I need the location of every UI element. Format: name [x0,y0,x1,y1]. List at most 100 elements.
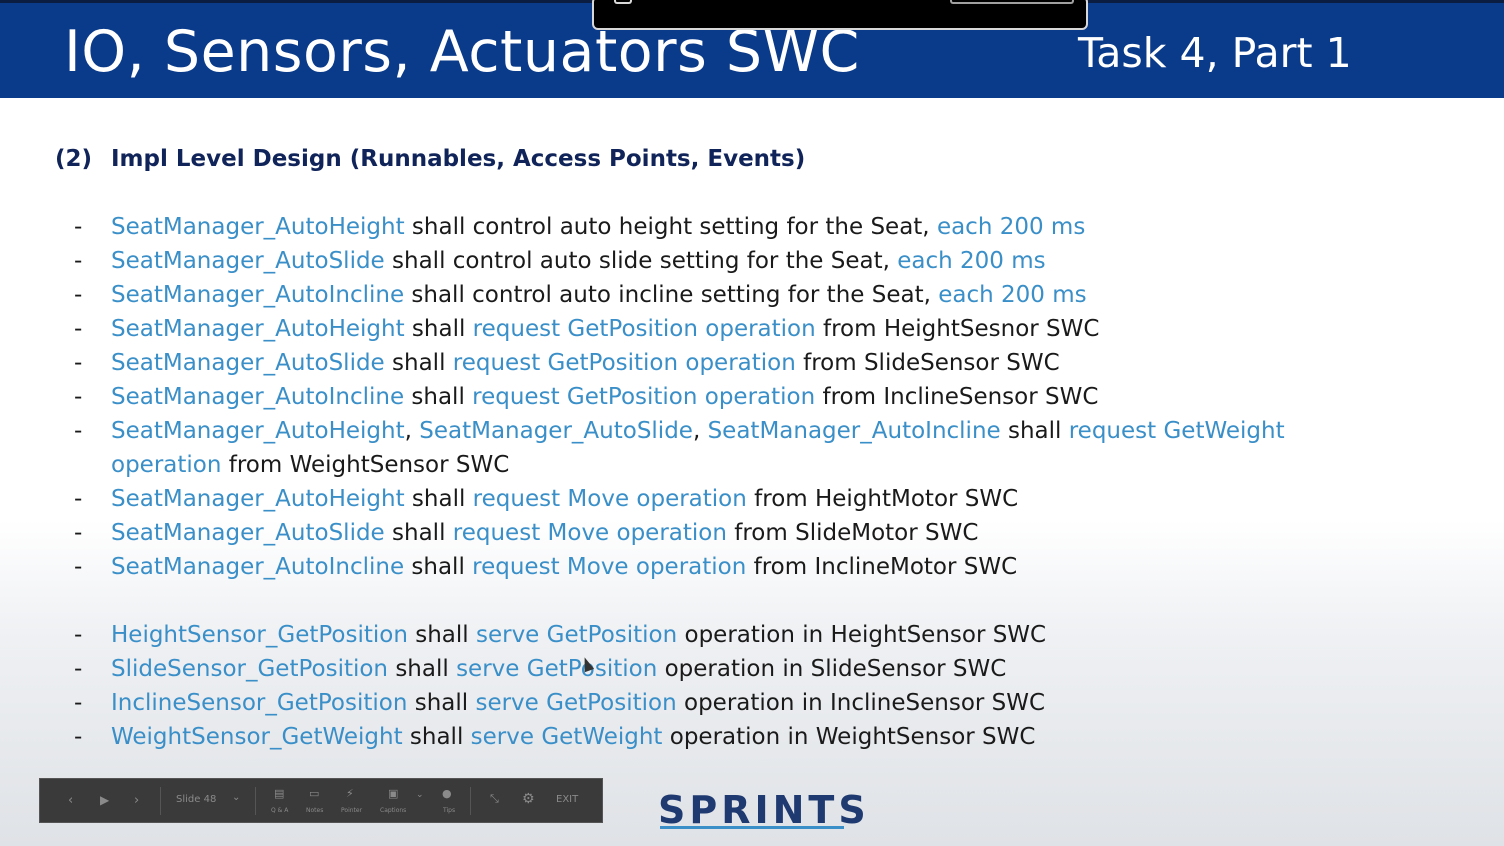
plain-text: operation in SlideSensor SWC [657,656,1007,682]
highlighted-text: SeatManager_AutoHeight [111,486,405,512]
bullet-dash: - [74,384,83,410]
bullet-dash: - [74,690,83,716]
sprints-logo: SPRINTS [658,788,870,832]
screen-share-banner[interactable] [592,0,1088,30]
highlighted-text: SeatManager_AutoIncline [111,554,405,580]
stop-share-button[interactable] [950,0,1074,4]
highlighted-text: each 200 ms [936,214,1086,240]
divider [160,787,161,815]
highlighted-text: SeatManager_AutoSlide [111,520,385,546]
highlighted-text: HeightSensor_GetPosition [111,622,408,648]
bullet-dash: - [74,350,83,376]
bullet-dash: - [74,214,83,240]
pointer-icon[interactable]: ⚡ [346,787,354,800]
highlighted-text: SeatManager_AutoHeight [111,316,405,342]
exit-button[interactable]: EXIT [556,794,579,805]
highlighted-text: InclineSensor_GetPosition [111,690,408,716]
chevron-down-icon[interactable]: ⌄ [232,792,241,803]
bullet-dash: - [74,724,83,750]
bullet-dash: - [74,248,83,274]
play-icon[interactable]: ▶ [100,793,110,807]
plain-text: shall control auto slide setting for the… [384,248,898,274]
plain-text: shall [1000,418,1069,444]
list-item-continuation: operation from WeightSensor SWC [111,452,509,478]
plain-text: shall [404,384,473,410]
plain-text: shall [404,554,473,580]
plain-text: from InclineMotor SWC [746,554,1018,580]
plain-text: operation in InclineSensor SWC [676,690,1046,716]
chevron-left-icon[interactable]: ‹ [68,793,74,808]
plain-text: shall [404,316,473,342]
plain-text: , [404,418,420,444]
bullet-dash: - [74,316,83,342]
captions-dropdown-icon[interactable]: ⌄ [416,790,424,800]
highlighted-text: request GetWeight [1068,418,1285,444]
list-item: HeightSensor_GetPosition shall serve Get… [111,622,1046,648]
plain-text: shall [388,656,457,682]
plain-text: from InclineSensor SWC [815,384,1099,410]
plain-text: from HeightMotor SWC [746,486,1019,512]
list-item: SeatManager_AutoIncline shall request Mo… [111,554,1017,580]
list-item: SeatManager_AutoHeight shall request Mov… [111,486,1018,512]
highlighted-text: SlideSensor_GetPosition [111,656,389,682]
bullet-dash: - [74,622,83,648]
list-item: SeatManager_AutoHeight shall control aut… [111,214,1085,240]
qa-label: Q & A [271,807,289,814]
divider [470,787,471,815]
bullet-dash: - [74,418,83,444]
plain-text: from SlideSensor SWC [795,350,1060,376]
highlighted-text: SeatManager_AutoSlide [111,248,385,274]
chevron-right-icon[interactable]: › [134,793,140,808]
section-heading: (2)Impl Level Design (Runnables, Access … [55,146,805,172]
highlighted-text: SeatManager_AutoHeight [111,418,405,444]
list-item: InclineSensor_GetPosition shall serve Ge… [111,690,1045,716]
list-item: SeatManager_AutoSlide shall request GetP… [111,350,1060,376]
info-icon[interactable]: ● [442,787,452,800]
gear-icon[interactable]: ⚙ [522,791,535,807]
logo-underline [660,826,844,829]
highlighted-text: serve GetPosition [475,690,677,716]
highlighted-text: operation [111,452,222,478]
list-item: SeatManager_AutoSlide shall control auto… [111,248,1046,274]
plain-text: from HeightSesnor SWC [815,316,1100,342]
plain-text: shall [407,690,476,716]
bullet-dash: - [74,282,83,308]
highlighted-text: each 200 ms [897,248,1046,274]
bullet-dash: - [74,656,83,682]
task-label: Task 4, Part 1 [1078,29,1352,77]
highlighted-text: each 200 ms [938,282,1087,308]
bullet-dash: - [74,486,83,512]
plain-text: operation in WeightSensor SWC [662,724,1036,750]
qa-icon[interactable]: ▤ [274,787,285,800]
plain-text: shall [384,520,453,546]
highlighted-text: SeatManager_AutoSlide [419,418,693,444]
highlighted-text: request GetPosition operation [472,384,816,410]
captions-label: Captions [380,807,407,814]
highlighted-text: request Move operation [452,520,727,546]
bullet-dash: - [74,554,83,580]
highlighted-text: serve GetWeight [470,724,663,750]
list-item: WeightSensor_GetWeight shall serve GetWe… [111,724,1035,750]
highlighted-text: WeightSensor_GetWeight [111,724,403,750]
divider [255,787,256,815]
bullet-dash: - [74,520,83,546]
plain-text: shall [384,350,453,376]
plain-text: shall control auto incline setting for t… [404,282,939,308]
highlighted-text: request GetPosition operation [452,350,796,376]
plain-text: shall [402,724,471,750]
slide-number-label[interactable]: Slide 48 [176,794,217,805]
notes-icon[interactable]: ▭ [309,787,320,800]
highlighted-text: serve GetPosition [475,622,678,648]
plain-text: from SlideMotor SWC [726,520,979,546]
list-item: SlideSensor_GetPosition shall serve GetP… [111,656,1006,682]
highlighted-text: SeatManager_AutoHeight [111,214,405,240]
slide-title: IO, Sensors, Actuators SWC [64,19,860,85]
share-icon [614,0,632,4]
fullscreen-exit-icon[interactable]: ⤡ [490,792,499,805]
list-item: SeatManager_AutoIncline shall request Ge… [111,384,1098,410]
captions-icon[interactable]: ▣ [388,787,399,800]
pointer-label: Pointer [341,807,363,814]
highlighted-text: request GetPosition operation [472,316,816,342]
list-item: SeatManager_AutoHeight shall request Get… [111,316,1099,342]
